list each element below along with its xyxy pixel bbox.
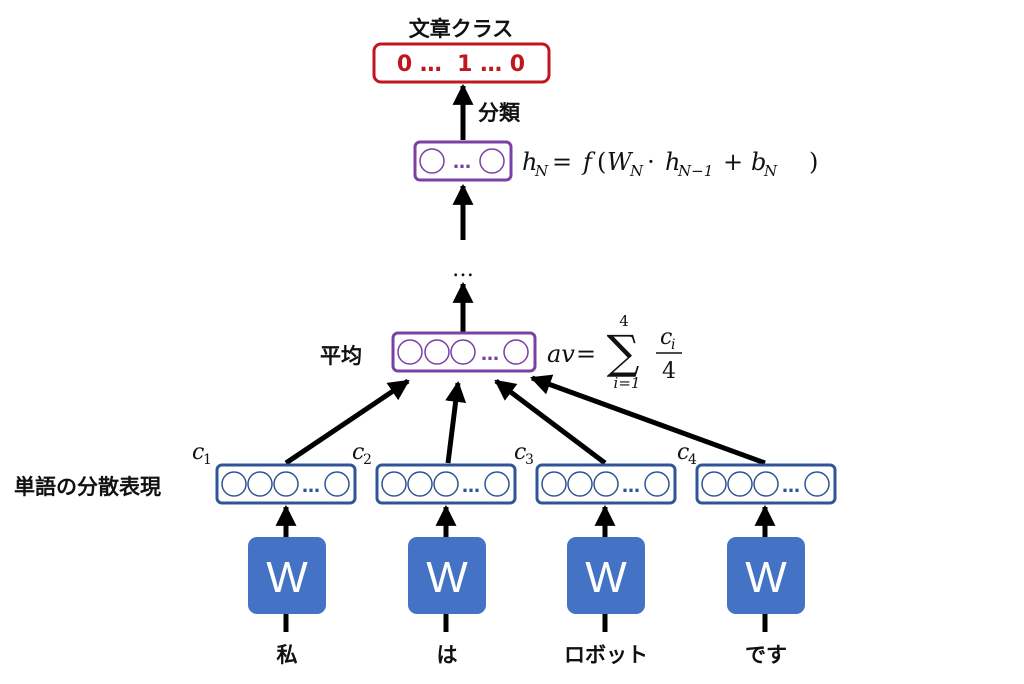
arrow-embedding-3-to-average [494, 379, 607, 465]
svg-text:W: W [266, 553, 308, 602]
embedding-symbol: c [514, 440, 526, 465]
output-vector-box [372, 42, 551, 84]
svg-text:c: c [660, 325, 672, 350]
average-unit [424, 339, 450, 365]
svg-text:W: W [745, 553, 787, 602]
svg-text:(: ( [597, 148, 606, 176]
intermediate-layers-ellipsis: … [452, 257, 474, 282]
input-word-2: は [437, 643, 458, 667]
svg-text:av: av [547, 340, 575, 368]
input-word-3: ロボット [564, 643, 648, 667]
average-vector-box [391, 331, 537, 373]
svg-text:…: … [782, 476, 800, 497]
word-lookup-icon-2: W [408, 537, 486, 632]
svg-text:·: · [647, 148, 655, 176]
svg-text:=: = [576, 340, 596, 368]
output-vector-values: 0 … 1 … 0 [397, 52, 525, 77]
embedding-symbol: c [677, 440, 689, 465]
word-lookup-icon-3: W [567, 537, 645, 632]
svg-text:N: N [629, 162, 644, 180]
arrow-embedding-2-to-average [445, 380, 467, 464]
svg-text:N: N [763, 162, 778, 180]
svg-text:W: W [426, 553, 468, 602]
average-unit [450, 339, 476, 365]
svg-text:…: … [302, 476, 320, 497]
embedding-symbol: c [352, 440, 364, 465]
hidden-unit [419, 148, 445, 174]
embedding-vector-3: c 3 … [514, 440, 677, 505]
arrow-embedding-1-to-average [284, 378, 410, 466]
average-units-ellipsis: … [481, 344, 499, 365]
word-lookup-icon-4: W [727, 537, 805, 632]
svg-text:4: 4 [688, 452, 697, 468]
formula-average: av = ∑ 4 i=1 c i 4 [547, 312, 682, 392]
embedding-label: 単語の分散表現 [14, 475, 161, 499]
svg-text:∑: ∑ [607, 325, 640, 379]
average-unit [397, 339, 423, 365]
svg-text:f: f [581, 148, 596, 176]
svg-text:2: 2 [363, 452, 372, 468]
svg-text:b: b [751, 148, 766, 176]
svg-text:N: N [534, 162, 549, 180]
average-unit [503, 339, 529, 365]
hidden-units-ellipsis: … [453, 152, 471, 173]
svg-text:W: W [585, 553, 627, 602]
average-label: 平均 [320, 344, 362, 368]
svg-text:h: h [522, 148, 537, 176]
svg-text:4: 4 [619, 312, 629, 330]
arrow-embedding-4-to-average [530, 374, 766, 466]
svg-text:1: 1 [203, 452, 212, 468]
input-word-4: です [745, 643, 787, 667]
output-class-title: 文章クラス [409, 17, 514, 41]
svg-text:N−1: N−1 [677, 162, 713, 180]
word-lookup-icon-1: W [248, 537, 326, 632]
svg-text:): ) [809, 148, 818, 176]
formula-hidden-layer: h N = f ( W N · h N−1 + b N ) [522, 148, 818, 180]
svg-text:…: … [462, 476, 480, 497]
svg-text:h: h [665, 148, 680, 176]
svg-text:i=1: i=1 [614, 374, 641, 392]
input-word-1: 私 [277, 643, 298, 667]
svg-text:+: + [723, 148, 743, 176]
classify-label: 分類 [478, 101, 521, 125]
embedding-vector-4: c 4 … [677, 440, 837, 505]
svg-text:i: i [671, 337, 675, 353]
svg-text:=: = [552, 148, 572, 176]
svg-text:W: W [607, 148, 634, 176]
embedding-symbol: c [192, 440, 204, 465]
embedding-vector-2: c 2 … [352, 440, 517, 505]
hidden-unit [479, 148, 505, 174]
svg-text:4: 4 [662, 359, 676, 384]
svg-text:3: 3 [525, 452, 534, 468]
svg-text:…: … [622, 476, 640, 497]
embedding-vector-1: c 1 … [192, 440, 357, 505]
